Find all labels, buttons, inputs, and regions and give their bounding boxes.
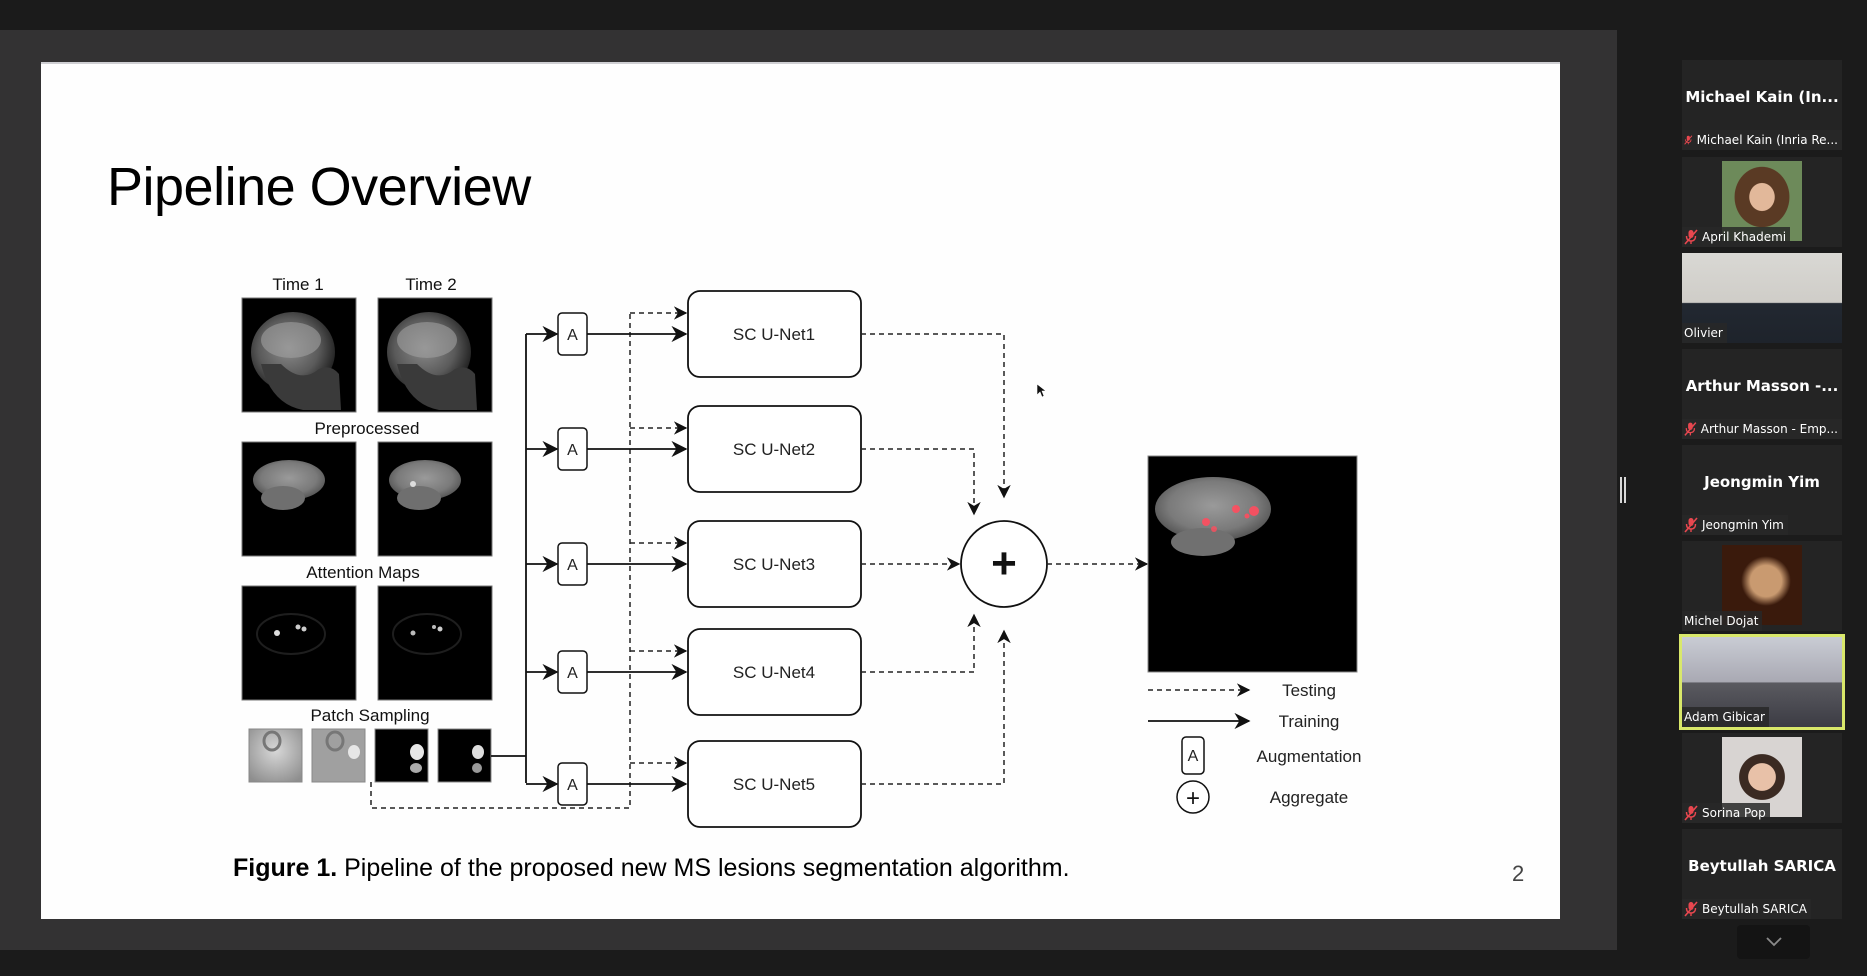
participant-tile[interactable]: Arthur Masson -... Arthur Masson - Emp... (1682, 349, 1842, 439)
participant-name: Adam Gibicar (1684, 710, 1765, 724)
participant-display-name: Michael Kain (In... (1685, 88, 1839, 106)
label-time1: Time 1 (272, 275, 323, 294)
participant-name-bar: Jeongmin Yim (1682, 515, 1788, 535)
legend-augmentation-label: Augmentation (1257, 747, 1362, 766)
resize-handle-line (1624, 477, 1626, 503)
participant-name: Sorina Pop (1702, 806, 1766, 820)
unet-label-4: SC U-Net4 (733, 663, 815, 682)
participant-name: Olivier (1684, 326, 1723, 340)
participant-tile[interactable]: Sorina Pop (1682, 733, 1842, 823)
preprocessed-time1-image (241, 441, 357, 557)
participant-name-bar: Michel Dojat (1682, 611, 1763, 631)
presentation-slide: Pipeline Overview (41, 62, 1560, 919)
participant-name: Michel Dojat (1684, 614, 1759, 628)
pipeline-diagram: Time 1 Time 2 Preprocessed Attentio (241, 275, 1362, 828)
aggregate-node: + (960, 520, 1048, 608)
unet-label-2: SC U-Net2 (733, 440, 815, 459)
testing-feed-line (370, 312, 631, 809)
legend-augment-symbol: A (1188, 748, 1199, 765)
augmentation-label: A (567, 327, 578, 344)
preprocessed-time2-image (377, 441, 493, 557)
caption-text: Pipeline of the proposed new MS lesions … (337, 854, 1070, 882)
legend-aggregate-symbol: + (1186, 785, 1200, 812)
microphone-muted-icon (1684, 805, 1698, 821)
microphone-muted-icon (1684, 229, 1698, 245)
participant-name: Jeongmin Yim (1702, 518, 1784, 532)
label-time2: Time 2 (405, 275, 456, 294)
participant-display-name: Jeongmin Yim (1704, 473, 1820, 491)
slide-page-number: 2 (1512, 861, 1525, 886)
patch-sample-4 (437, 728, 492, 783)
participant-tile[interactable]: April Khademi (1682, 157, 1842, 247)
legend-augment-box (1181, 736, 1205, 775)
participant-display-name: Beytullah SARICA (1688, 857, 1836, 875)
augmentation-label: A (567, 557, 578, 574)
participant-name-bar: Sorina Pop (1682, 803, 1770, 823)
legend-aggregate-label: Aggregate (1270, 788, 1348, 807)
label-attention-maps: Attention Maps (306, 563, 419, 582)
unet5-to-aggregate (861, 629, 1011, 785)
label-patch-sampling: Patch Sampling (310, 706, 429, 725)
caption-label: Figure 1. (233, 854, 338, 882)
chevron-down-icon (1765, 937, 1782, 947)
participant-name: Beytullah SARICA (1702, 902, 1807, 916)
resize-handle-icon (1620, 477, 1622, 503)
figure-caption: Figure 1. Pipeline of the proposed new M… (233, 854, 1070, 883)
mri-time1-image (241, 297, 357, 413)
unet-label-3: SC U-Net3 (733, 555, 815, 574)
panel-resize-handle[interactable] (1620, 477, 1626, 503)
unet1-to-aggregate (861, 333, 1011, 499)
scroll-down-button[interactable] (1737, 925, 1810, 959)
slide-title: Pipeline Overview (107, 157, 531, 217)
attention-map-time1-image (241, 585, 357, 701)
patch-sample-3 (374, 728, 429, 783)
legend-testing-label: Testing (1282, 681, 1336, 700)
microphone-muted-icon (1684, 901, 1698, 917)
participant-name-bar: Michael Kain (Inria Re... (1682, 130, 1842, 150)
augmentation-label: A (567, 442, 578, 459)
participant-tile[interactable]: Olivier (1682, 253, 1842, 343)
unet2-to-aggregate (861, 448, 981, 516)
unet-label-1: SC U-Net1 (733, 325, 815, 344)
unet4-to-aggregate (861, 613, 981, 673)
microphone-muted-icon (1684, 422, 1697, 436)
participant-name: Arthur Masson - Emp... (1700, 422, 1838, 436)
attention-map-time2-image (377, 585, 493, 701)
microphone-muted-icon (1684, 517, 1698, 533)
participant-tile[interactable]: Michael Kain (In... Michael Kain (Inria R… (1682, 60, 1842, 150)
participant-name-bar: Olivier (1682, 323, 1727, 343)
participant-name-bar: Beytullah SARICA (1682, 899, 1811, 919)
legend: Testing Training A Augmentation + Aggreg… (1148, 681, 1362, 814)
segmentation-output-image (1147, 455, 1358, 673)
participant-tile[interactable]: Beytullah SARICA Beytullah SARICA (1682, 829, 1842, 919)
participant-display-name: Arthur Masson -... (1685, 377, 1839, 395)
patch-sample-1 (248, 728, 303, 783)
mouse-cursor-icon (1036, 383, 1047, 403)
participant-tile[interactable]: Adam Gibicar (1679, 634, 1845, 730)
unet-label-5: SC U-Net5 (733, 775, 815, 794)
legend-training-label: Training (1279, 712, 1340, 731)
legend-aggregate-circle (1176, 780, 1210, 814)
augmentation-label: A (567, 665, 578, 682)
augmentation-label: A (567, 777, 578, 794)
microphone-muted-icon (1684, 135, 1693, 145)
mri-time2-image (377, 297, 493, 413)
label-preprocessed: Preprocessed (315, 419, 420, 438)
participant-name-bar: April Khademi (1682, 227, 1791, 247)
participant-name: April Khademi (1702, 230, 1787, 244)
participant-tile[interactable]: Michel Dojat (1682, 541, 1842, 631)
participant-name-bar: Adam Gibicar (1682, 707, 1769, 727)
patch-sample-2 (311, 728, 366, 783)
aggregate-plus-icon: + (991, 539, 1017, 588)
participant-name-bar: Arthur Masson - Emp... (1682, 419, 1842, 439)
participant-name: Michael Kain (Inria Re... (1696, 133, 1838, 147)
